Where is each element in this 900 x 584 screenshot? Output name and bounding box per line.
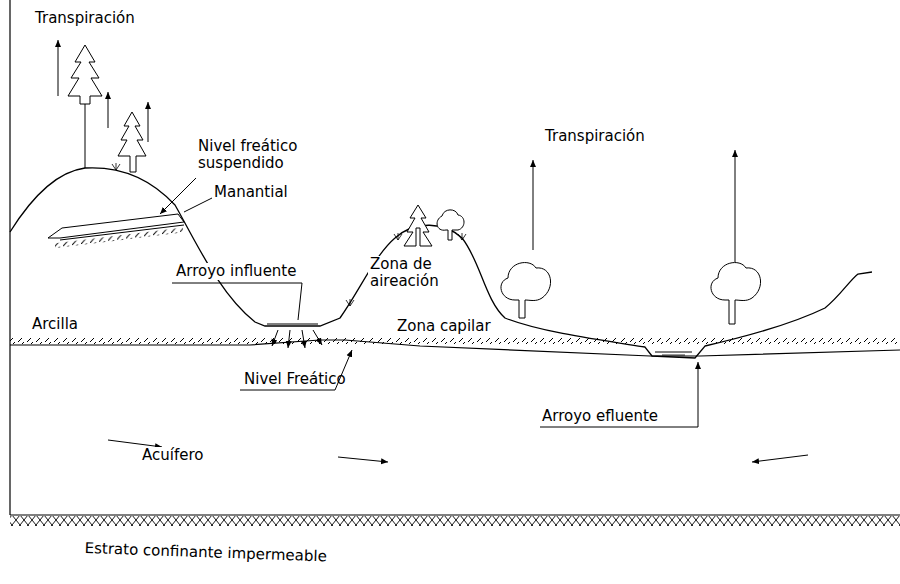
influent-stream-label: Arroyo influente xyxy=(174,263,298,280)
effluent-stream-label: Arroyo efluente xyxy=(542,408,658,425)
aeration-zone-label: Zona de aireación xyxy=(368,256,464,291)
water-table-label: Nivel Freático xyxy=(244,371,346,388)
aquifer-label: Acuífero xyxy=(140,447,205,464)
spring-label: Manantial xyxy=(214,184,288,201)
capillary-zone-label: Zona capilar xyxy=(395,318,493,335)
transpiration-label: Transpiración xyxy=(35,10,135,27)
clay-label: Arcilla xyxy=(32,316,78,333)
transpiration-label: Transpiración xyxy=(545,128,645,145)
perched-water-table-label: Nivel freático suspendido xyxy=(198,138,323,173)
impermeable-layer-label: Estrato confinante impermeable xyxy=(84,540,327,566)
